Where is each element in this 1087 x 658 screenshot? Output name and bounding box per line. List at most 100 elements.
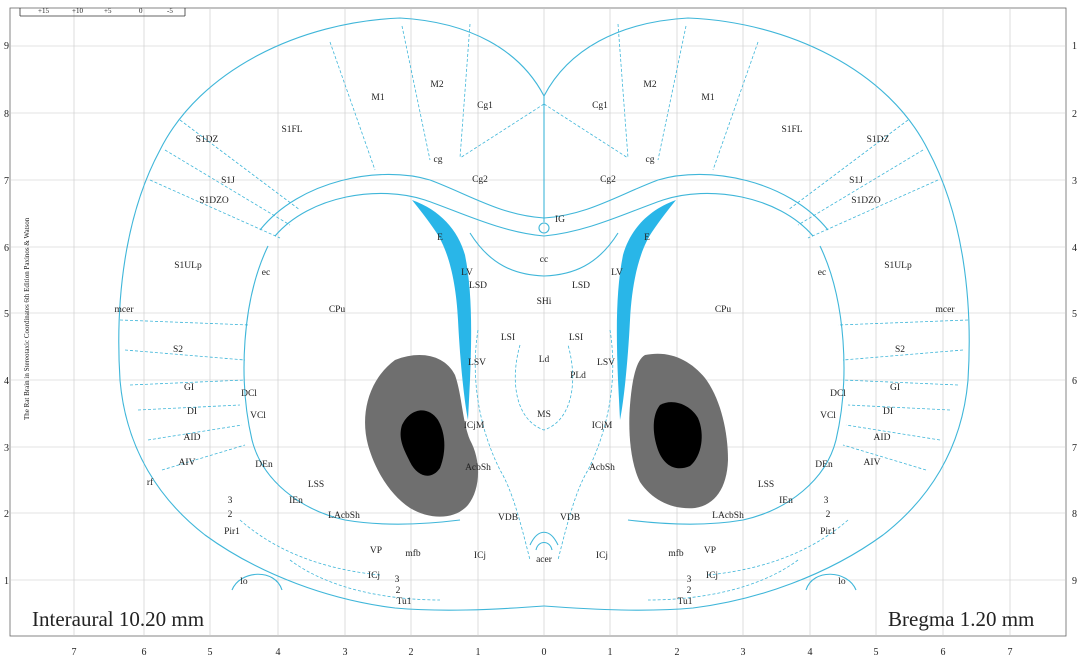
region-label: LSI <box>569 333 583 343</box>
region-label: S1DZ <box>196 135 219 145</box>
scale-label: +5 <box>104 7 112 15</box>
region-label: lo <box>838 577 846 587</box>
tick-label: 7 <box>72 647 77 658</box>
region-label: cg <box>646 155 655 165</box>
region-label: AIV <box>179 458 196 468</box>
region-label: S1J <box>221 176 235 186</box>
region-label: DCl <box>241 389 257 399</box>
tick-label: 4 <box>808 647 813 658</box>
region-label: mcer <box>115 305 135 315</box>
region-label: lo <box>240 577 248 587</box>
region-label: LSD <box>572 281 590 291</box>
region-label: S1ULp <box>174 261 202 271</box>
region-label: IEn <box>289 496 303 506</box>
region-label: ICj <box>706 571 718 581</box>
tick-label: 4 <box>276 647 281 658</box>
region-label: S1FL <box>281 125 302 135</box>
region-label: ICj <box>474 551 486 561</box>
region-label: 2 <box>396 586 401 596</box>
tick-label: 5 <box>1072 309 1077 320</box>
region-label: E <box>644 233 650 243</box>
region-label: LAcbSh <box>328 511 360 521</box>
region-label: S2 <box>173 345 183 355</box>
region-label: MS <box>537 410 551 420</box>
region-label: DI <box>883 407 893 417</box>
region-label: VP <box>370 546 382 556</box>
tick-label: 3 <box>343 647 348 658</box>
region-label: DI <box>187 407 197 417</box>
tick-label: 8 <box>4 109 9 120</box>
tick-label: 9 <box>4 41 9 52</box>
region-label: Cg1 <box>592 101 608 111</box>
tick-label: 2 <box>1072 109 1077 120</box>
region-label: VCl <box>250 411 266 421</box>
region-label: S2 <box>895 345 905 355</box>
region-label: IEn <box>779 496 793 506</box>
tick-label: 8 <box>1072 509 1077 520</box>
region-label: LSD <box>469 281 487 291</box>
tick-label: 5 <box>4 309 9 320</box>
region-label: VDB <box>498 513 518 523</box>
region-label: DEn <box>255 460 273 470</box>
bregma-caption: Bregma 1.20 mm <box>888 607 1034 631</box>
tick-label: 4 <box>1072 243 1077 254</box>
region-label: VDB <box>560 513 580 523</box>
region-label: IG <box>555 215 565 225</box>
region-label: AIV <box>864 458 881 468</box>
tick-label: 3 <box>4 443 9 454</box>
region-label: S1DZO <box>199 196 229 206</box>
interaural-caption: Interaural 10.20 mm <box>32 607 204 631</box>
region-label: AID <box>184 433 201 443</box>
region-label: VCl <box>820 411 836 421</box>
region-labels: M1M2Cg1S1FLS1DZS1JS1DZOcgCg2ES1ULpecmcer… <box>115 80 956 607</box>
region-label: mfb <box>405 548 421 559</box>
region-label: mfb <box>668 548 684 559</box>
region-label: CPu <box>329 305 346 315</box>
region-label: GI <box>890 383 900 393</box>
tick-label: 5 <box>208 647 213 658</box>
region-label: mcer <box>936 305 956 315</box>
tick-label: 7 <box>1072 443 1077 454</box>
region-label: 2 <box>228 510 233 520</box>
tick-label: 6 <box>941 647 946 658</box>
region-label: M1 <box>701 93 714 103</box>
tick-label: 6 <box>142 647 147 658</box>
region-label: PLd <box>570 371 586 381</box>
axis-bottom: 7 6 5 4 3 2 1 0 1 2 3 4 5 6 7 <box>72 647 1013 658</box>
region-label: LSS <box>308 480 324 490</box>
tick-label: 7 <box>4 176 9 187</box>
tick-label: 1 <box>1072 41 1077 52</box>
region-label: Pir1 <box>820 527 836 537</box>
region-label: M2 <box>643 80 656 90</box>
tick-label: 4 <box>4 376 9 387</box>
region-label: LSV <box>468 358 486 368</box>
lesions <box>365 354 728 517</box>
region-label: SHi <box>537 297 552 307</box>
tick-label: 2 <box>4 509 9 520</box>
region-label: LAcbSh <box>712 511 744 521</box>
tick-label: 7 <box>1008 647 1013 658</box>
region-label: LSS <box>758 480 774 490</box>
scale-label: -5 <box>167 7 173 15</box>
region-label: Tu1 <box>397 597 412 607</box>
region-label: LSV <box>597 358 615 368</box>
region-label: S1J <box>849 176 863 186</box>
region-label: Cg2 <box>472 175 488 185</box>
region-label: S1DZO <box>851 196 881 206</box>
region-label: AID <box>874 433 891 443</box>
tick-label: 9 <box>1072 576 1077 587</box>
region-label: ICj <box>368 571 380 581</box>
tick-label: 1 <box>608 647 613 658</box>
region-label: GI <box>184 383 194 393</box>
region-label: 3 <box>687 575 692 585</box>
side-citation-text: The Rat Brain in Stereotaxic Coordinates… <box>23 217 31 420</box>
region-label: Ld <box>539 355 550 365</box>
axis-left: 9 8 7 6 5 4 3 2 1 <box>4 41 9 587</box>
region-label: DEn <box>815 460 833 470</box>
tick-label: 3 <box>741 647 746 658</box>
region-label: M1 <box>371 93 384 103</box>
tick-label: 1 <box>476 647 481 658</box>
tick-label: 5 <box>874 647 879 658</box>
tick-label: 0 <box>542 647 547 658</box>
